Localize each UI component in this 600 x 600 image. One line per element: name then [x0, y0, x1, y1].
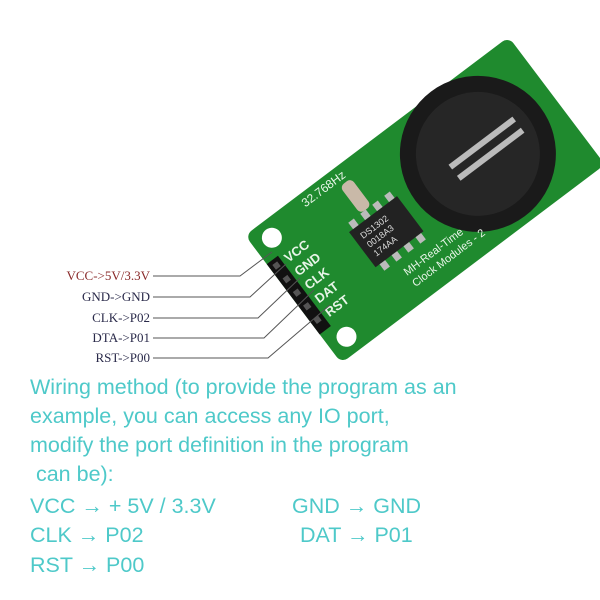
battery-clip [456, 127, 525, 181]
description-line: modify the port definition in the progra… [30, 433, 409, 457]
battery-clip [448, 116, 517, 170]
mapping-dat: DAT → P01 [300, 523, 413, 547]
chip-legs [348, 191, 426, 271]
pin-label-vcc: VCC->5V/3.3V [66, 268, 150, 283]
pin-label-clk: CLK->P02 [92, 310, 150, 325]
pin-label-gnd: GND->GND [82, 289, 150, 304]
pin-label-rst: RST->P00 [95, 350, 150, 365]
wire-lines [153, 251, 331, 359]
wire-clk [153, 277, 301, 319]
mounting-hole [336, 326, 357, 347]
ds1302-chip [349, 196, 424, 268]
pin-label-dta: DTA->P01 [92, 330, 150, 345]
wire-rst [153, 304, 331, 359]
mapping-rst: RST → P00 [30, 553, 145, 577]
wire-vcc [153, 251, 273, 277]
description-line: Wiring method (to provide the program as… [30, 375, 457, 399]
mounting-hole [261, 227, 282, 248]
description-line: example, you can access any IO port, [30, 404, 390, 428]
mapping-gnd: GND → GND [292, 494, 421, 518]
mapping-vcc: VCC → + 5V / 3.3V [30, 494, 216, 518]
description-line: can be): [30, 462, 114, 486]
wire-gnd [153, 263, 287, 298]
wire-dta [153, 289, 315, 339]
mapping-clk: CLK → P02 [30, 523, 144, 547]
crystal [341, 180, 370, 212]
